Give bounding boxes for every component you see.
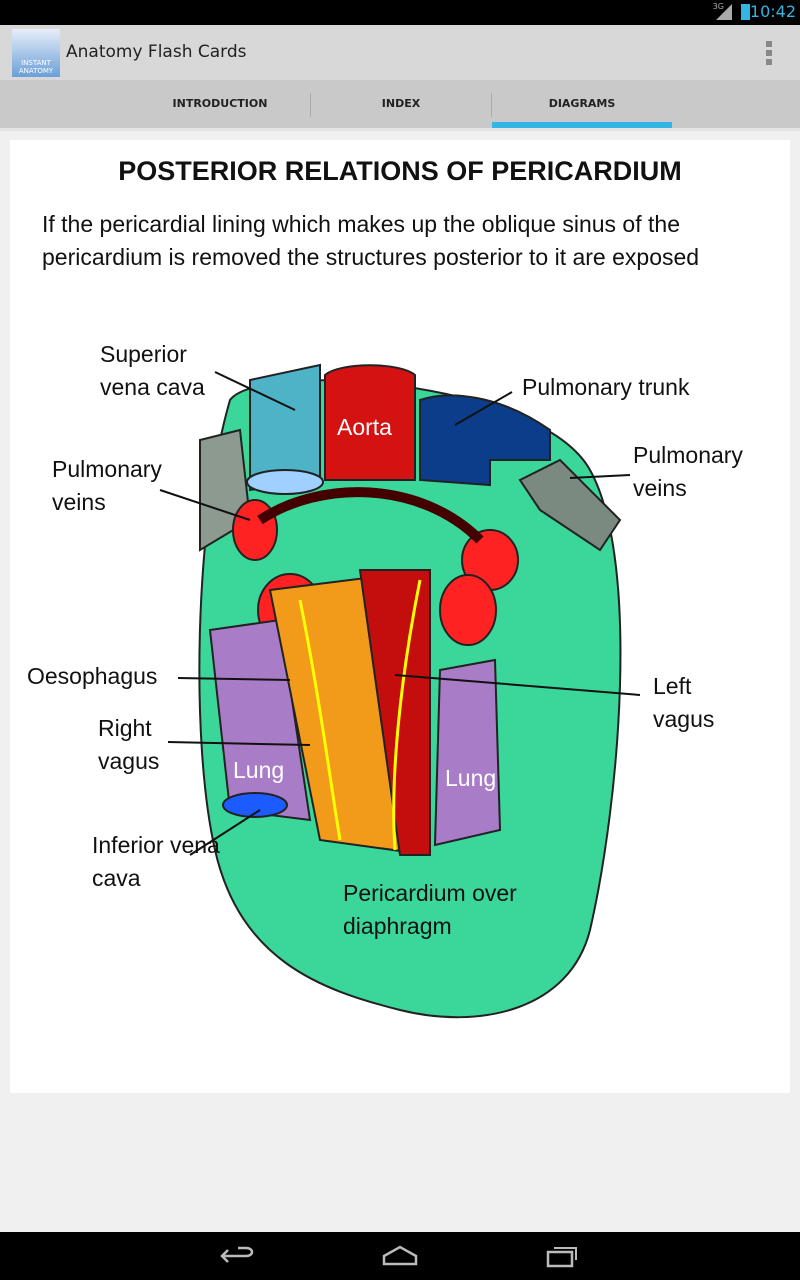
tab-divider [491, 93, 492, 117]
status-bar: 3G 10:42 [0, 0, 800, 25]
logo-text: INSTANT ANATOMY [18, 59, 54, 75]
label-left-vagus: Left vagus [653, 673, 715, 732]
label-inferior-vena-cava: Inferior vena cava [92, 832, 220, 891]
tab-divider [310, 93, 311, 117]
overflow-menu-icon[interactable] [766, 41, 772, 65]
network-type: 3G [712, 2, 724, 11]
selected-tab-indicator [492, 122, 672, 128]
leader-lines [159, 371, 641, 856]
clock: 10:42 [749, 2, 796, 21]
back-icon[interactable] [220, 1244, 256, 1268]
tab-bar: INTRODUCTION INDEX DIAGRAMS [0, 80, 800, 131]
label-lung-left: Lung [233, 757, 285, 783]
label-pulmonary-veins-right: Pulmonary veins [633, 442, 743, 501]
tab-diagrams[interactable]: DIAGRAMS [548, 97, 616, 110]
home-icon[interactable] [382, 1244, 418, 1268]
tab-index[interactable]: INDEX [381, 97, 421, 110]
label-pulmonary-veins-left: Pulmonary veins [52, 456, 162, 515]
navigation-bar [0, 1232, 800, 1280]
app-logo[interactable]: INSTANT ANATOMY [12, 29, 60, 77]
label-right-vagus: Right vagus [98, 715, 160, 774]
action-bar: INSTANT ANATOMY Anatomy Flash Cards [0, 25, 800, 80]
signal-icon [716, 4, 732, 20]
label-oesophagus: Oesophagus [27, 663, 158, 689]
label-pulmonary-trunk: Pulmonary trunk [522, 374, 690, 400]
app-title: Anatomy Flash Cards [66, 42, 247, 62]
label-lung-right: Lung [445, 765, 497, 791]
recent-apps-icon[interactable] [546, 1242, 580, 1270]
card-title: POSTERIOR RELATIONS OF PERICARDIUM [118, 156, 682, 186]
battery-icon [741, 4, 750, 20]
card-description: If the pericardial lining which makes up… [42, 211, 700, 270]
tab-introduction[interactable]: INTRODUCTION [172, 97, 268, 110]
label-pericardium: Pericardium over diaphragm [343, 880, 517, 939]
label-superior-vena-cava: Superior vena cava [100, 341, 205, 400]
label-aorta: Aorta [337, 414, 392, 440]
